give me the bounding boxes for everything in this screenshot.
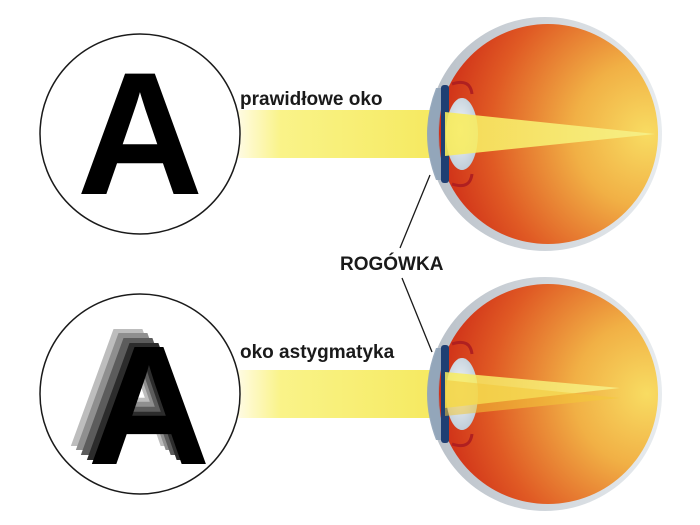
focus-beam-normal xyxy=(445,112,655,156)
cornea-pointer-top xyxy=(399,174,431,249)
label-normal-eye: prawidłowe oko xyxy=(240,89,383,110)
letter-a-sharp: A xyxy=(77,37,203,232)
eye-astigmatic xyxy=(427,277,662,511)
light-beam-astigmatic xyxy=(238,370,450,418)
letter-a-ghost-3: A xyxy=(77,302,200,492)
cornea-astigmatic xyxy=(427,348,446,440)
cornea-pointer-bottom xyxy=(401,277,433,353)
letter-a-ghost-4: A xyxy=(83,307,206,497)
letter-a-ghost-2: A xyxy=(72,297,195,487)
chart-circle-sharp: A xyxy=(39,33,241,235)
letter-a-blurred: A xyxy=(88,311,211,501)
cornea-normal xyxy=(427,88,446,180)
letter-a-ghost-1: A xyxy=(67,293,190,483)
eye-normal xyxy=(427,17,662,251)
light-beam-normal xyxy=(238,110,450,158)
focus-beam-astigmatic-2 xyxy=(445,380,620,416)
label-astigmatic-eye: oko astygmatyka xyxy=(240,342,395,363)
chart-circle-blurred: A A A A A xyxy=(39,293,241,501)
label-cornea: ROGÓWKA xyxy=(340,253,444,275)
